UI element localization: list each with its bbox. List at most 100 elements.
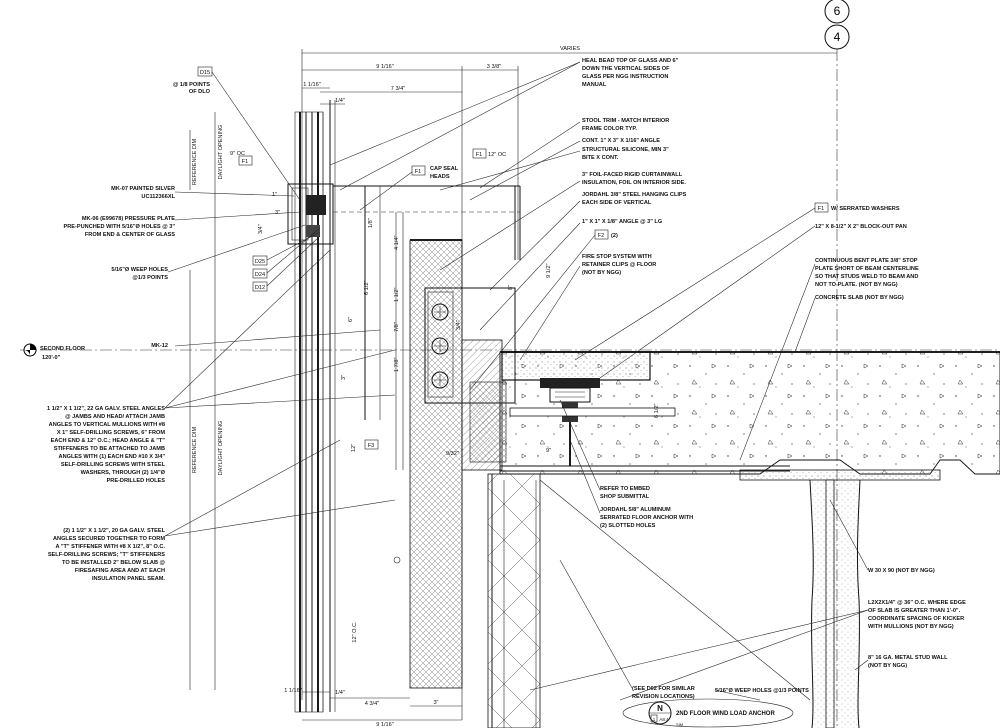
svg-text:REFER TO EMBED: REFER TO EMBED — [600, 486, 650, 492]
svg-text:COORDINATE SPACING OF KICKER: COORDINATE SPACING OF KICKER — [868, 616, 964, 622]
svg-text:7/8": 7/8" — [394, 322, 400, 332]
svg-text:D15: D15 — [200, 70, 210, 76]
note-weep-bottom: 5/16"Ø WEEP HOLES @1/3 POINTS — [715, 688, 809, 694]
svg-text:DOWN THE VERTICAL SIDES OF: DOWN THE VERTICAL SIDES OF — [582, 66, 670, 72]
svg-text:ANGLES TO VERTICAL MULLIONS WI: ANGLES TO VERTICAL MULLIONS WITH #8 — [49, 422, 165, 428]
svg-text:FROM END & CENTER OF GLASS: FROM END & CENTER OF GLASS — [85, 232, 175, 238]
svg-text:9 1/16": 9 1/16" — [376, 64, 394, 70]
svg-text:EACH SIDE OF VERTICAL: EACH SIDE OF VERTICAL — [582, 200, 652, 206]
svg-text:N: N — [657, 704, 663, 713]
svg-text:ANGLES WITH (1) EACH END #10 X: ANGLES WITH (1) EACH END #10 X 3/4" — [59, 454, 166, 460]
svg-text:12" OC: 12" OC — [488, 152, 506, 158]
tag-f1: F1 — [814, 202, 829, 213]
svg-text:(NOT BY NGG): (NOT BY NGG) — [868, 663, 907, 669]
svg-text:UC112366XL: UC112366XL — [141, 194, 175, 200]
svg-text:D25: D25 — [255, 259, 265, 265]
svg-text:9/32": 9/32" — [446, 451, 459, 457]
tag-d24: D24 — [252, 268, 268, 279]
svg-text:9" OC: 9" OC — [230, 151, 245, 157]
svg-text:4: 4 — [834, 30, 841, 44]
tag-d12: D12 — [252, 281, 268, 292]
svg-text:1": 1" — [272, 192, 277, 198]
note-t-stiffener: (2) 1 1/2" X 1 1/2", 20 GA GALV. STEEL A… — [48, 528, 166, 582]
kicker-line — [539, 479, 811, 701]
svg-text:DAYLIGHT OPENING: DAYLIGHT OPENING — [218, 125, 224, 180]
anchor-assembly — [424, 287, 516, 471]
svg-text:(2): (2) — [611, 233, 618, 239]
svg-text:FRAME COLOR TYP.: FRAME COLOR TYP. — [582, 126, 637, 132]
svg-text:INSULATION PANEL SEAM.: INSULATION PANEL SEAM. — [92, 576, 165, 582]
svg-text:120'-0": 120'-0" — [42, 355, 61, 361]
svg-text:MK-06 (E99678) PRESSURE PLATE: MK-06 (E99678) PRESSURE PLATE — [82, 216, 175, 222]
svg-text:SECOND FLOOR: SECOND FLOOR — [40, 346, 85, 352]
note-pts-dlo: @ 1/8 POINTS OF DLO — [173, 82, 211, 95]
svg-text:PRE-PUNCHED WITH 5/16"Ø HOLES: PRE-PUNCHED WITH 5/16"Ø HOLES @ 3" — [64, 224, 176, 230]
svg-text:DAYLIGHT OPENING: DAYLIGHT OPENING — [218, 421, 224, 476]
svg-text:F1: F1 — [818, 206, 825, 212]
note-cont-angle: CONT. 1" X 3" X 1/16" ANGLE — [582, 138, 660, 144]
svg-text:FIRE STOP SYSTEM WITH: FIRE STOP SYSTEM WITH — [582, 254, 652, 260]
svg-text:REFERENCE DIM: REFERENCE DIM — [192, 139, 198, 186]
svg-text:STOOL TRIM - MATCH INTERIOR: STOOL TRIM - MATCH INTERIOR — [582, 118, 669, 124]
svg-text:REFERENCE DIM: REFERENCE DIM — [192, 427, 198, 474]
note-beam: W 30 X 90 (NOT BY NGG) — [868, 568, 935, 574]
tag-f1: F1 — [238, 155, 253, 166]
interior-dimensions: 9" OC 1" 3" 3/4" 1/8" 4 1/4" 6 1/2" 6" 1… — [230, 151, 660, 643]
svg-text:9": 9" — [546, 448, 551, 454]
svg-text:7 3/4": 7 3/4" — [391, 86, 405, 92]
tag-d15: D15 — [197, 66, 213, 77]
svg-text:1 7/8": 1 7/8" — [394, 358, 400, 372]
vertical-reference: REFERENCE DIM DAYLIGHT OPENING REFERENCE… — [189, 112, 224, 690]
second-floor-level: SECOND FLOOR 120'-0" — [20, 343, 1000, 361]
svg-text:SO THAT STUDS WELD TO BEAM AND: SO THAT STUDS WELD TO BEAM AND — [815, 274, 918, 280]
note-see-d02: (SEE D02 FOR SIMILAR REVISION LOCATIONS) — [632, 686, 695, 700]
svg-text:1/4": 1/4" — [335, 690, 345, 696]
svg-text:3": 3" — [433, 700, 438, 706]
svg-text:3": 3" — [341, 375, 347, 380]
svg-text:@ 1/8 POINTS: @ 1/8 POINTS — [173, 82, 210, 88]
stud-wall — [487, 473, 541, 728]
svg-text:OF DLO: OF DLO — [189, 89, 211, 95]
svg-text:3": 3" — [275, 210, 280, 216]
svg-text:MANUAL: MANUAL — [582, 82, 607, 88]
svg-text:TO BE INSTALLED 2" BELOW SLAB: TO BE INSTALLED 2" BELOW SLAB @ — [62, 560, 166, 566]
note-silicone: STRUCTURAL SILICONE, MIN 3" BITE X CONT. — [582, 147, 669, 161]
svg-text:3" FOIL-FACED RIGID CURTAINWAL: 3" FOIL-FACED RIGID CURTAINWALL — [582, 172, 683, 178]
svg-text:1 1/16": 1 1/16" — [303, 82, 321, 88]
svg-text:EACH END & 12" O.C.; HEAD ANGL: EACH END & 12" O.C.; HEAD ANGLE & "T" — [51, 438, 166, 444]
svg-text:GLASS PER NGG INSTRUCTION: GLASS PER NGG INSTRUCTION — [582, 74, 668, 80]
svg-text:NOT TO PLATE. (NOT BY NGG): NOT TO PLATE. (NOT BY NGG) — [815, 282, 898, 288]
svg-text:STIFFENERS TO BE ATTACHED TO J: STIFFENERS TO BE ATTACHED TO JAMB — [54, 446, 165, 452]
note-cap-seal: CAP SEAL HEADS — [430, 166, 459, 180]
svg-text:1/4": 1/4" — [335, 98, 345, 104]
svg-text:SELF-DRILLING SCREWS WITH STEE: SELF-DRILLING SCREWS WITH STEEL — [61, 462, 166, 468]
svg-text:X 1" SELF-DRILLING SCREWS, 6": X 1" SELF-DRILLING SCREWS, 6" FROM — [57, 430, 166, 436]
svg-text:HEAL BEAD TOP OF GLASS AND 6": HEAL BEAD TOP OF GLASS AND 6" — [582, 58, 679, 64]
insulation-column — [409, 239, 463, 689]
svg-text:9 1/16": 9 1/16" — [376, 722, 394, 728]
svg-text:CAP SEAL: CAP SEAL — [430, 166, 459, 172]
svg-text:SHOP SUBMITTAL: SHOP SUBMITTAL — [600, 494, 650, 500]
tag-f2: F2(2) — [594, 229, 618, 240]
svg-text:RETAINER CLIPS @ FLOOR: RETAINER CLIPS @ FLOOR — [582, 262, 656, 268]
leader-lines — [164, 61, 869, 701]
svg-text:F3: F3 — [368, 443, 375, 449]
note-stud-wall: 8" 16 GA. METAL STUD WALL (NOT BY NGG) — [868, 655, 948, 669]
note-heal-bead: HEAL BEAD TOP OF GLASS AND 6" DOWN THE V… — [582, 58, 679, 88]
grid-bubble-4: 4 — [824, 24, 850, 50]
note-kicker: L2X2X1/4" @ 36" O.C. WHERE EDGE OF SLAB … — [868, 600, 966, 630]
svg-text:2ND FLOOR WIND LOAD ANCHOR: 2ND FLOOR WIND LOAD ANCHOR — [676, 711, 775, 717]
svg-text:A "T" STIFFENER WITH #8 X 1/2": A "T" STIFFENER WITH #8 X 1/2", 8" O.C. — [55, 544, 165, 550]
note-bent-plate: CONTINUOUS BENT PLATE 3/8" STOP PLATE SH… — [815, 258, 919, 288]
svg-text:1: 1 — [653, 717, 656, 722]
svg-text:(NOT BY NGG): (NOT BY NGG) — [582, 270, 621, 276]
steel-beam — [739, 469, 941, 728]
detail-tags: D15 F1 F1 F1 D25 D24 D12 F2(2) F3 F1 — [197, 66, 829, 450]
svg-text:12": 12" — [351, 444, 357, 452]
svg-text:D24: D24 — [255, 272, 265, 278]
bottom-dimensions: 1 1/16" 1/4" 4 3/4" 3" 9 1/16" — [284, 688, 462, 728]
tag-f1: F1 — [411, 165, 426, 176]
svg-text:CONTINUOUS BENT PLATE 3/8" STO: CONTINUOUS BENT PLATE 3/8" STOP — [815, 258, 918, 264]
